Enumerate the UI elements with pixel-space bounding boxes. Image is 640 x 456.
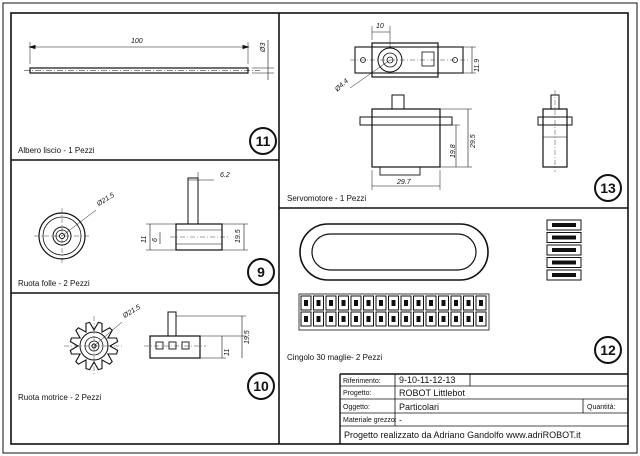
value-progetto: ROBOT Littlebot xyxy=(399,388,465,398)
track-strip-tooth xyxy=(329,300,333,306)
track-strip-tooth xyxy=(304,316,308,322)
track-link-tooth xyxy=(552,235,576,240)
idle-wheel-drawing xyxy=(34,172,248,264)
track-strip-tooth xyxy=(404,300,408,306)
dim-servo-offset: 10 xyxy=(376,23,384,30)
dim-shaft-length: 100 xyxy=(131,38,143,45)
track-link-tooth xyxy=(552,260,576,265)
shaft-drawing xyxy=(24,40,274,80)
track-strip-tooth xyxy=(366,300,371,306)
panel-number-11: 11 xyxy=(249,127,277,155)
track-strip-tooth xyxy=(379,300,383,306)
track-strip-tooth xyxy=(316,300,321,306)
dim-idle-width: 11 xyxy=(141,235,148,243)
dim-servo-width: 29.7 xyxy=(397,179,411,186)
panel-number-9: 9 xyxy=(247,258,275,286)
track-strip-tooth xyxy=(479,300,483,306)
track-strip-tooth xyxy=(379,316,383,322)
dim-idle-bore: 6 xyxy=(152,238,159,242)
track-strip-tooth xyxy=(304,300,308,306)
track-strip-tooth xyxy=(354,316,358,322)
track-link xyxy=(546,269,582,281)
label-oggetto: Oggetto: xyxy=(343,404,370,411)
value-riferimento: 9-10-11-12-13 xyxy=(399,375,456,385)
dim-drive-height: 19.5 xyxy=(244,330,251,344)
drive-wheel-drawing xyxy=(64,311,246,376)
track-strip-tooth xyxy=(391,316,396,322)
dim-servo-body-height: 19.8 xyxy=(450,144,457,158)
track-link xyxy=(546,232,582,243)
track-strip-frame xyxy=(298,293,490,331)
value-oggetto: Particolari xyxy=(399,402,440,412)
track-strip-tooth xyxy=(466,300,471,306)
track-strip-tooth xyxy=(441,300,446,306)
track-strip-tooth xyxy=(416,316,421,322)
track-strip-tooth xyxy=(454,316,458,322)
dim-servo-total-height: 29.5 xyxy=(470,134,477,148)
track-link xyxy=(546,244,582,256)
track-strip-tooth xyxy=(454,300,458,306)
track-strip-tooth xyxy=(429,316,433,322)
dim-servo-depth: 11.9 xyxy=(474,58,481,72)
track-link-tooth xyxy=(552,248,576,252)
dim-idle-hub: 6.2 xyxy=(220,172,230,179)
dim-drive-width: 11 xyxy=(224,348,231,356)
servo-drawing xyxy=(349,26,573,190)
track-strip-tooth xyxy=(404,316,408,322)
dim-shaft-diameter: Ø3 xyxy=(260,42,267,52)
caption-shaft: Albero liscio - 1 Pezzi xyxy=(18,146,95,155)
label-quantita: Quantità: xyxy=(587,404,616,411)
panel-number-10: 10 xyxy=(247,372,275,400)
footer-credit: Progetto realizzato da Adriano Gandolfo … xyxy=(344,430,581,440)
title-block-frame xyxy=(339,373,628,444)
label-riferimento: Riferimento: xyxy=(343,378,381,385)
label-progetto: Progetto: xyxy=(343,390,372,397)
caption-servo: Servomotore - 1 Pezzi xyxy=(287,194,367,203)
label-materiale: Materiale grezzo: xyxy=(343,417,397,424)
track-link xyxy=(546,257,582,268)
track-strip-tooth xyxy=(354,300,358,306)
track-strip-tooth xyxy=(441,316,446,322)
caption-idle-wheel: Ruota folle - 2 Pezzi xyxy=(18,279,90,288)
track-strip-tooth xyxy=(316,316,321,322)
track-strip-tooth xyxy=(429,300,433,306)
track-strip-tooth xyxy=(391,300,396,306)
caption-track: Cingolo 30 maglie- 2 Pezzi xyxy=(287,353,383,362)
track-link-tooth xyxy=(552,273,576,277)
track-strip-tooth xyxy=(329,316,333,322)
dim-idle-height: 19.5 xyxy=(235,229,242,243)
track-strip-tooth xyxy=(416,300,421,306)
track-strip-tooth xyxy=(479,316,483,322)
track-link xyxy=(546,219,582,231)
track-link-tooth xyxy=(552,223,576,227)
track-strip-tooth xyxy=(466,316,471,322)
track-strip-tooth xyxy=(341,316,346,322)
panel-number-12: 12 xyxy=(594,336,622,364)
track-strip-tooth xyxy=(341,300,346,306)
track-strip-tooth xyxy=(366,316,371,322)
caption-drive-wheel: Ruota motrice - 2 Pezzi xyxy=(18,393,102,402)
value-materiale: - xyxy=(399,415,402,425)
track-drawing xyxy=(298,219,582,331)
panel-number-13: 13 xyxy=(594,174,622,202)
